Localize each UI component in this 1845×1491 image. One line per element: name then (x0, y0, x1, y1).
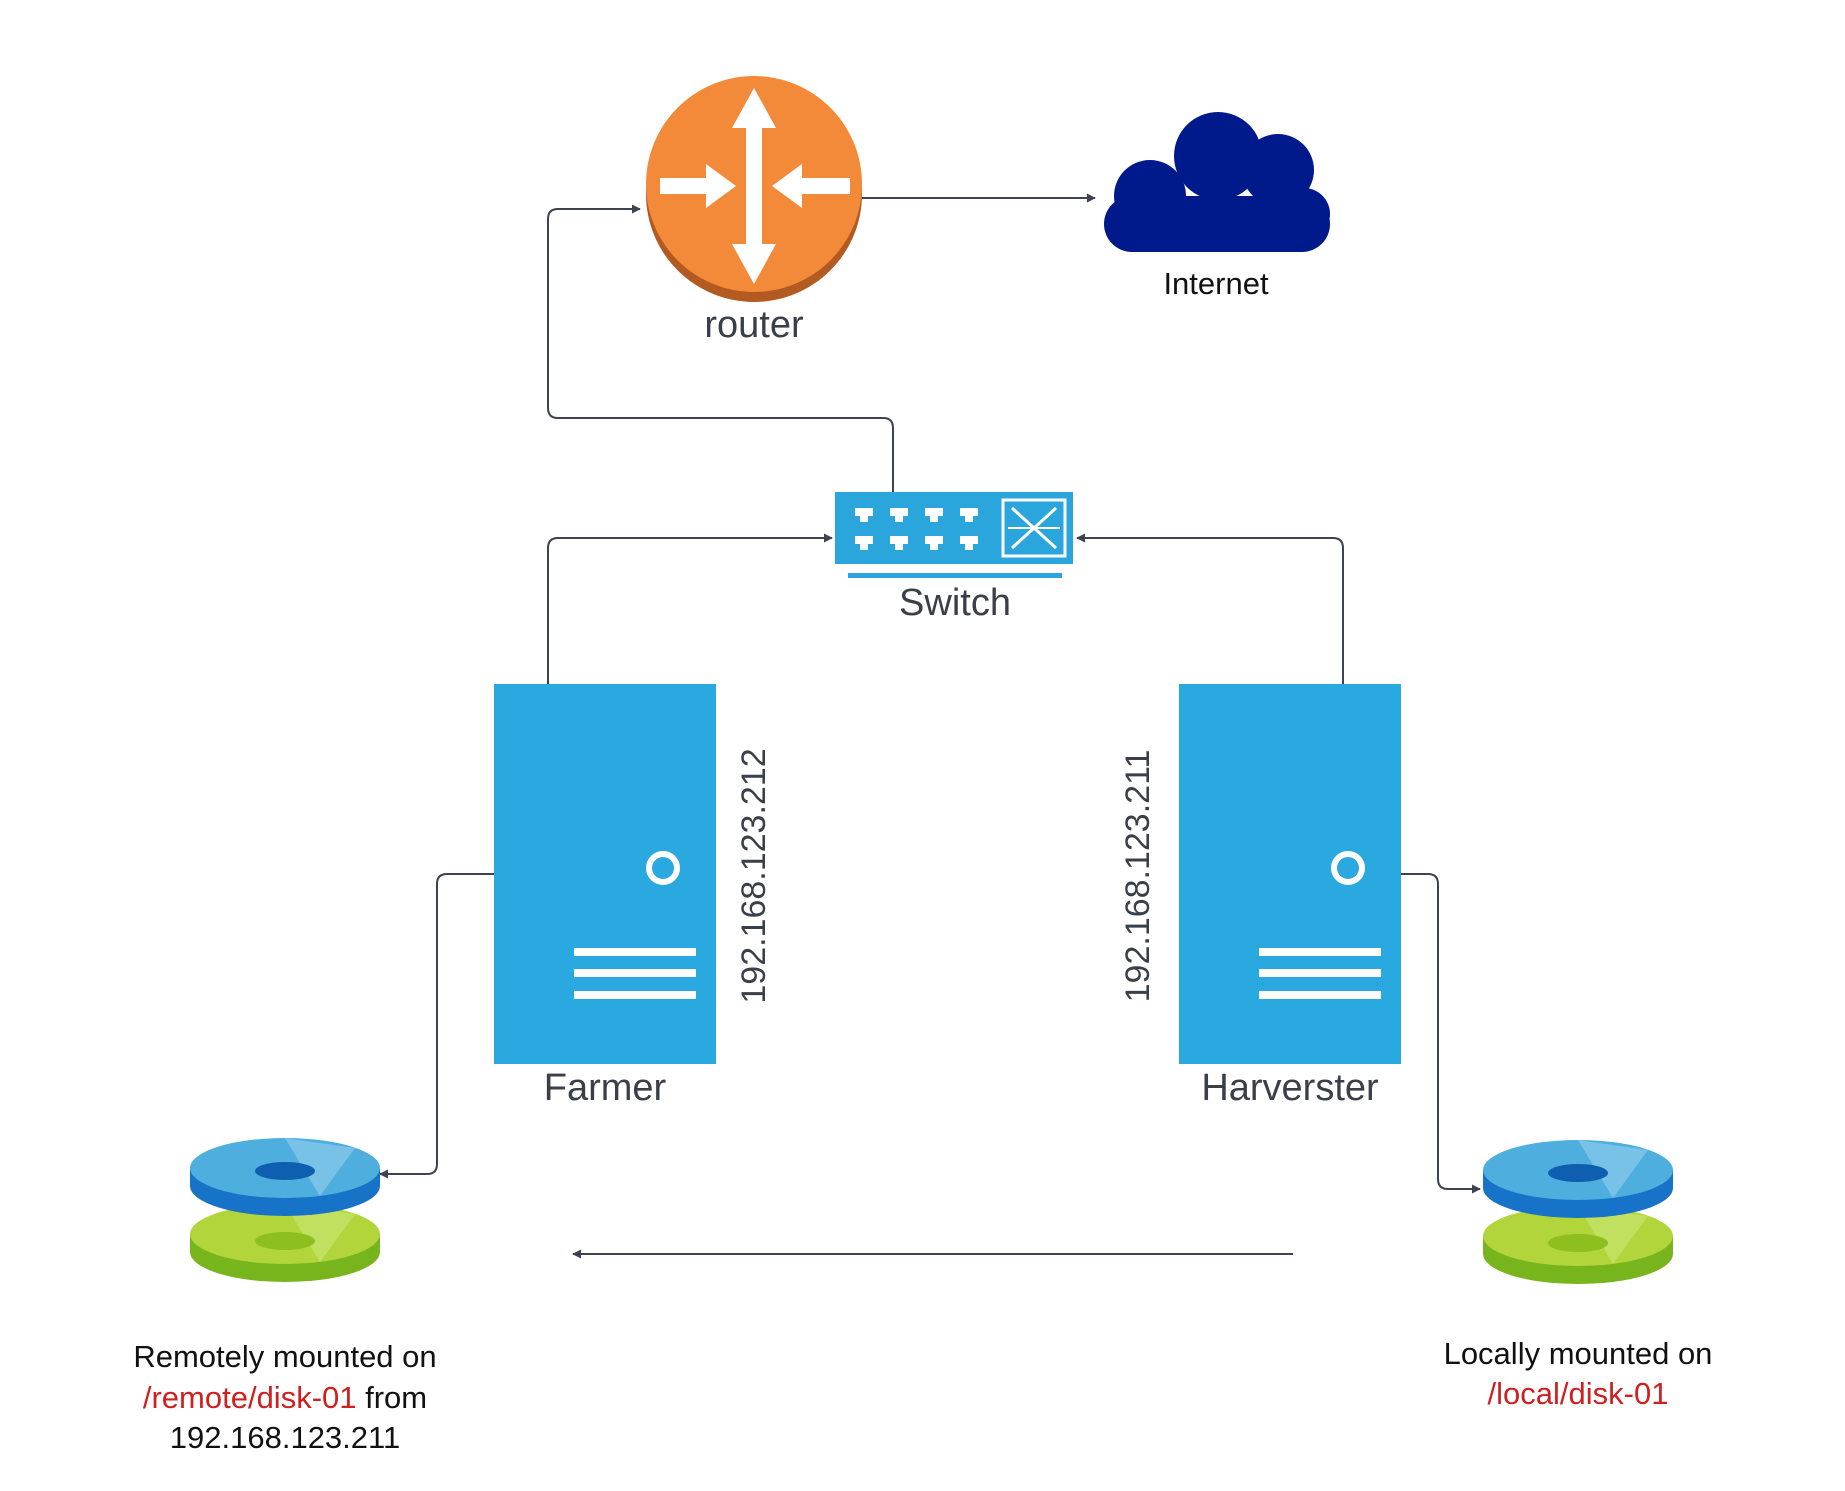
farmer-ip: 192.168.123.212 (735, 748, 773, 1003)
remote-disk-caption-line3: 192.168.123.211 (170, 1420, 400, 1455)
router-icon (646, 76, 862, 302)
connectors (379, 193, 1481, 1259)
remote-disk-caption-line2: /remote/disk-01 from (143, 1380, 427, 1415)
remote-disk-path: /remote/disk-01 (143, 1380, 357, 1415)
local-disk-path: /local/disk-01 (1488, 1376, 1669, 1411)
network-switch-icon (835, 492, 1073, 578)
server-icon (494, 684, 716, 1064)
connector-farmer-to-remote-disk (379, 873, 494, 1179)
harvester-ip: 192.168.123.211 (1119, 750, 1157, 1003)
harvester-label: Harverster (1201, 1067, 1379, 1109)
server-icon (1179, 684, 1401, 1064)
connector-farmer-to-switch (547, 533, 833, 684)
connector-harvester-to-switch (1076, 533, 1344, 684)
disk-stack-icon (190, 1138, 380, 1282)
internet-label: Internet (1163, 266, 1269, 301)
connector-switch-to-router (547, 204, 894, 496)
remote-disk-from: from (357, 1380, 428, 1415)
router-label: router (704, 304, 804, 346)
cloud-icon (1104, 112, 1330, 252)
switch-label: Switch (899, 582, 1011, 624)
farmer-label: Farmer (544, 1067, 667, 1109)
remote-disk-caption-line1: Remotely mounted on (133, 1339, 436, 1374)
local-disk-caption-line1: Locally mounted on (1444, 1336, 1713, 1371)
disk-stack-icon (1483, 1140, 1673, 1284)
connector-harvester-to-local-disk (1399, 873, 1481, 1194)
